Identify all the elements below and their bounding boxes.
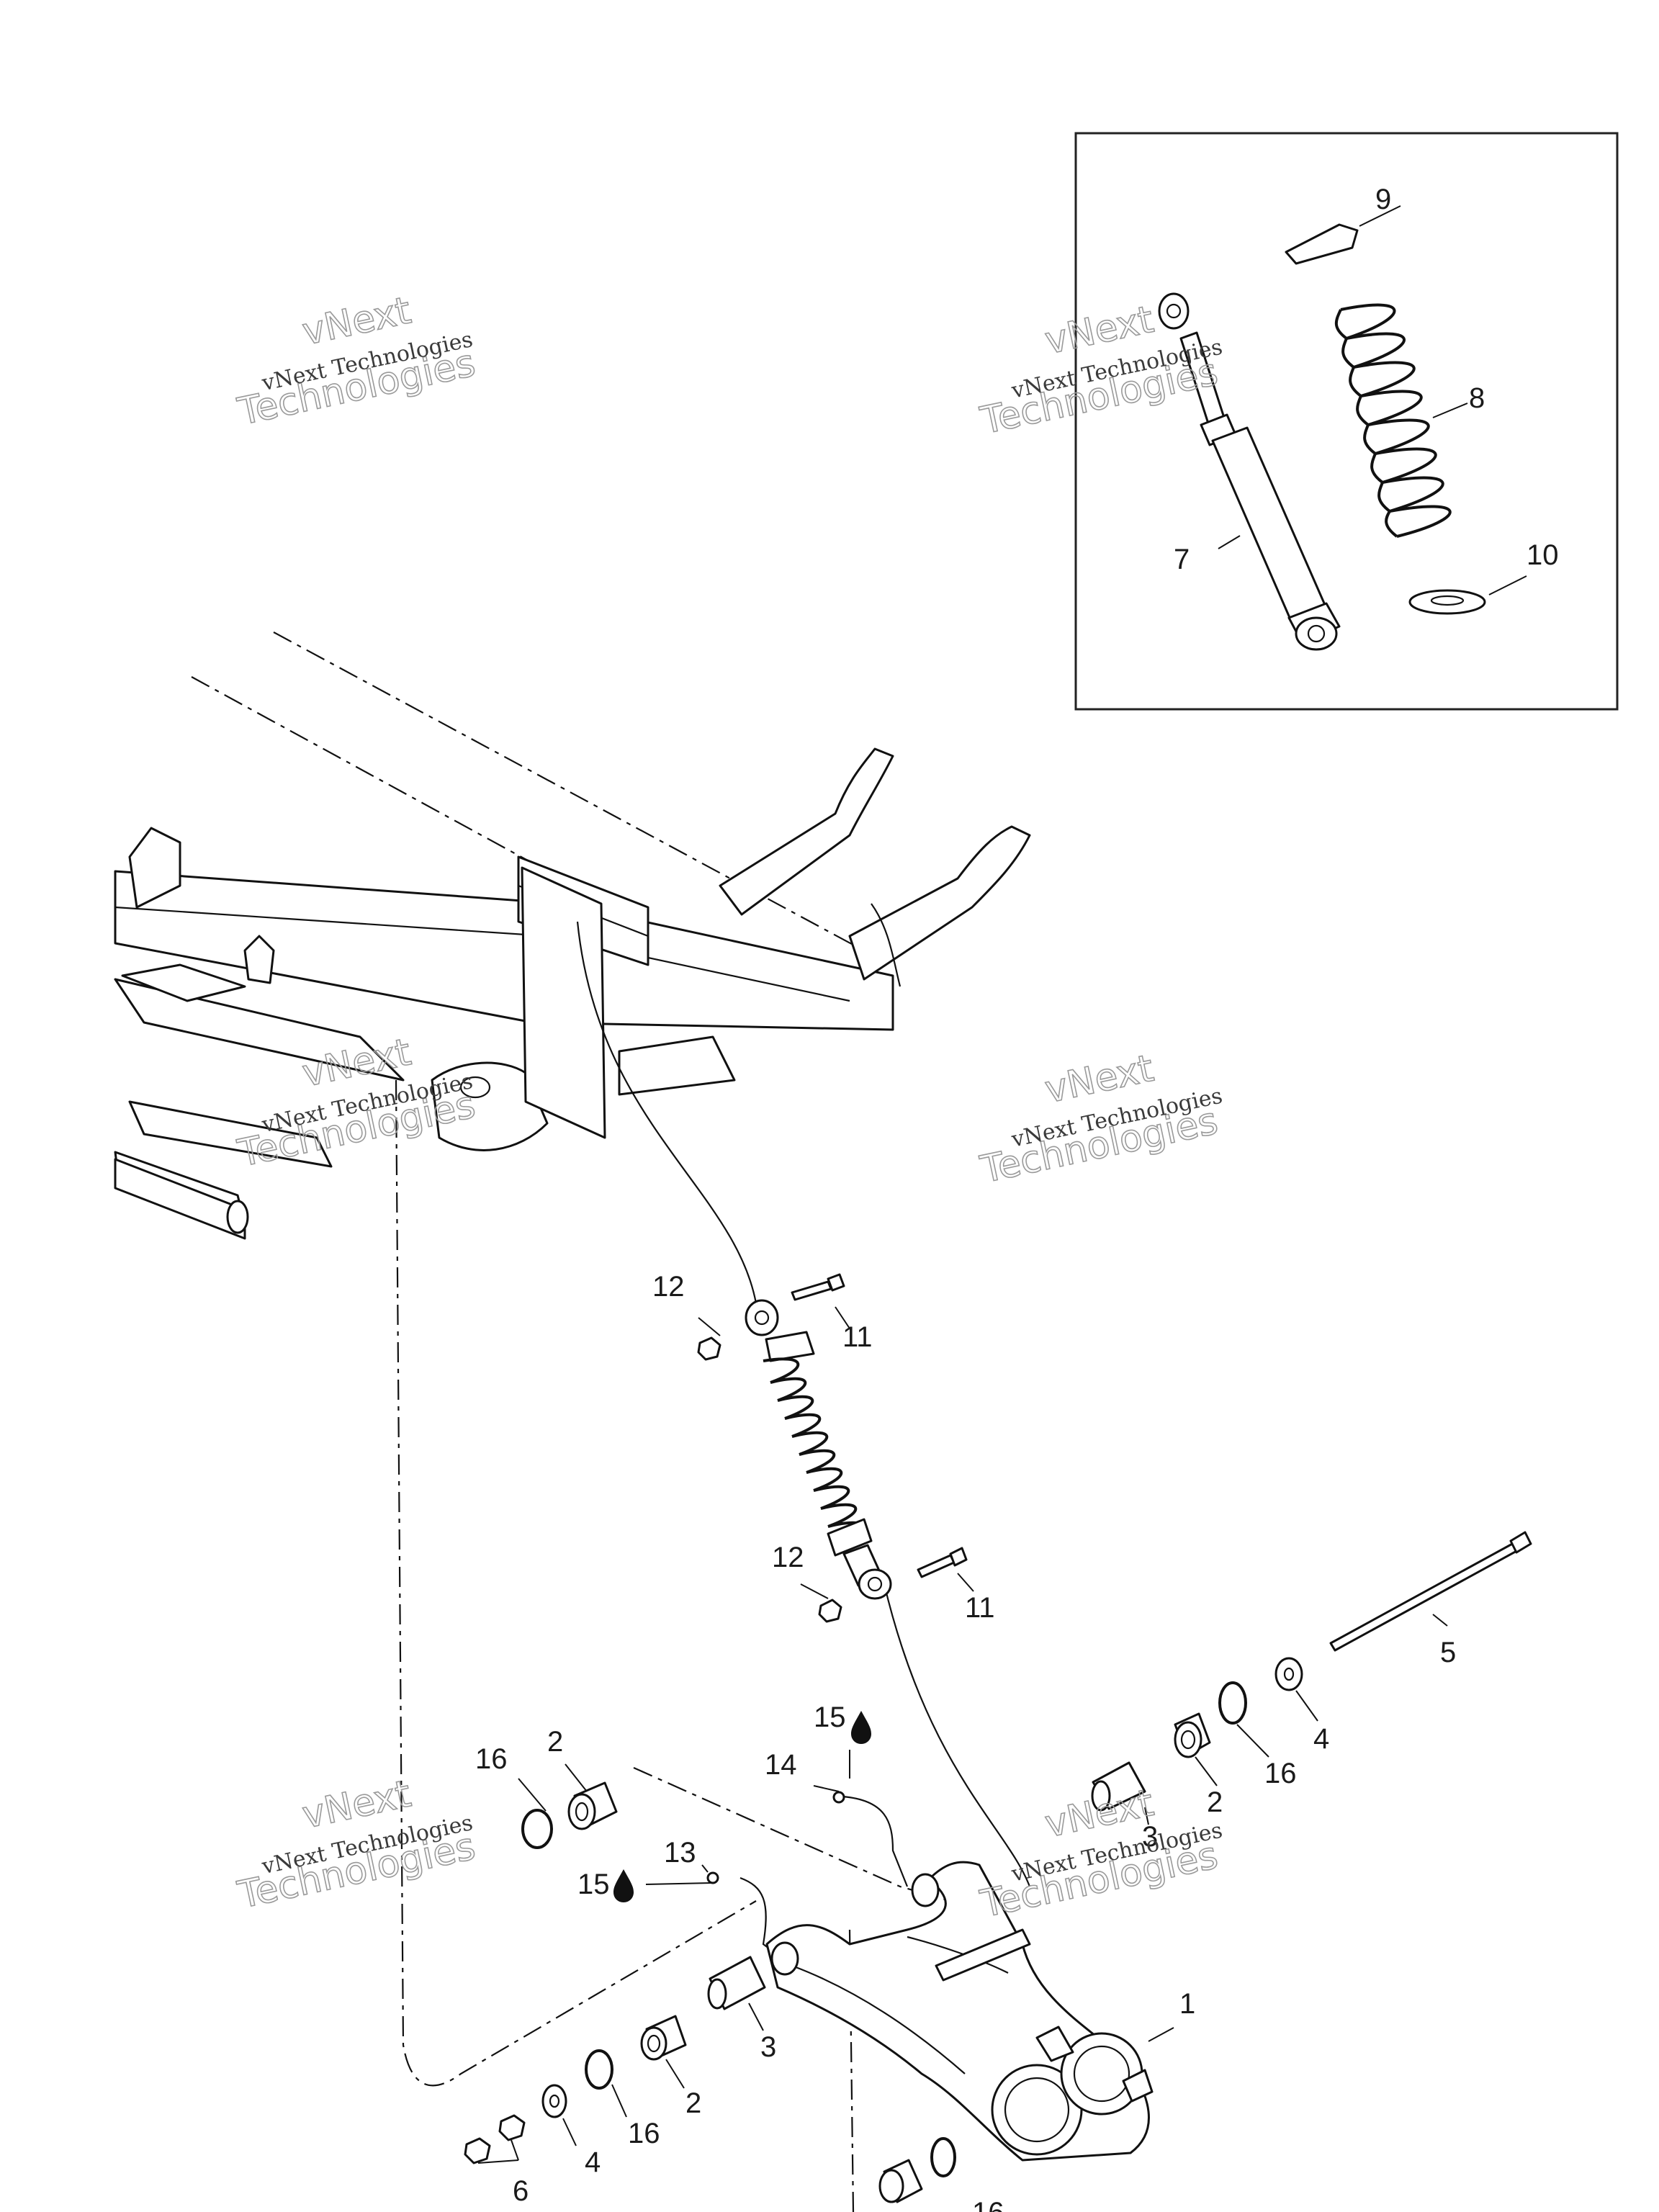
nut-part-12-upper	[697, 1336, 721, 1361]
callout-12-lower: 12	[772, 1542, 804, 1573]
sleeve-part-3-lower	[707, 1956, 766, 2010]
callout-6: 6	[513, 2175, 529, 2207]
callout-15-lower: 15	[577, 1869, 610, 1900]
o-ring-part-16-lower	[585, 2049, 613, 2090]
o-ring-part-16-upper-left	[521, 1809, 553, 1849]
spring-seat-part-10	[1408, 589, 1486, 615]
callout-3-upper: 3	[1142, 1821, 1158, 1853]
nut-part-6-a	[498, 2114, 526, 2141]
callout-4-upper: 4	[1313, 1723, 1329, 1755]
nut-part-12-lower	[818, 1599, 842, 1623]
nut-part-6-b	[464, 2137, 491, 2164]
o-ring-part-16-upper	[1218, 1681, 1247, 1725]
callout-14: 14	[765, 1749, 797, 1781]
watermark-top-left: vNext Technologies vNext Technologies	[233, 289, 480, 435]
callout-16-lower: 16	[628, 2118, 660, 2149]
shock-assembly	[745, 1299, 892, 1600]
callout-16-upper-left: 16	[475, 1743, 508, 1775]
callout-16-bottom-right: 16	[972, 2197, 1004, 2212]
callout-10: 10	[1527, 539, 1559, 571]
callout-9: 9	[1375, 184, 1391, 215]
callout-11-lower: 11	[965, 1592, 995, 1624]
o-ring-part-16-lower-right	[930, 2137, 956, 2177]
callout-11-upper: 11	[842, 1321, 873, 1353]
oil-drop-icon	[613, 1869, 634, 1902]
callout-2-upper-right: 2	[1207, 1786, 1223, 1818]
grease-fitting-part-14	[832, 1791, 845, 1804]
callout-5: 5	[1440, 1637, 1456, 1668]
pivot-shaft-part-5	[1329, 1531, 1532, 1652]
callout-4-lower: 4	[585, 2146, 601, 2178]
oil-drop-icon	[851, 1711, 871, 1744]
inset-detail-box	[1074, 132, 1619, 711]
vehicle-frame	[114, 631, 1031, 1240]
bushing-part-2-upper-left	[567, 1781, 618, 1830]
callout-leaders	[477, 1306, 1448, 2164]
callout-3-lower: 3	[760, 2031, 776, 2063]
bolt-part-11-lower	[917, 1547, 968, 1578]
callout-8: 8	[1469, 382, 1485, 414]
watermark-bottom-right: vNext Technologies vNext Technologies	[976, 1781, 1225, 1927]
callout-15-upper: 15	[814, 1701, 846, 1733]
callout-16-upper-right: 16	[1264, 1758, 1297, 1789]
washer-part-4-upper	[1274, 1657, 1303, 1691]
shock-absorber-part-7	[1158, 292, 1341, 651]
watermark-mid-right: vNext Technologies vNext Technologies	[976, 1046, 1225, 1192]
bushing-part-2-upper-right	[1174, 1712, 1211, 1758]
callout-2-lower: 2	[685, 2087, 701, 2119]
spring-retainer-part-9	[1285, 223, 1359, 265]
grease-fitting-part-13	[706, 1871, 719, 1884]
swing-arm-part-1	[765, 1861, 1154, 2162]
callout-labels: 9 8 7 10 12 11 12 11 5 15 2 16 14 4 16 2…	[475, 184, 1559, 2212]
coil-spring-part-8	[1334, 303, 1452, 538]
sleeve-part-3-upper	[1091, 1761, 1146, 1812]
callout-1: 1	[1179, 1988, 1195, 2020]
callout-13: 13	[664, 1837, 696, 1869]
callout-7: 7	[1174, 544, 1190, 575]
callout-12-upper: 12	[652, 1271, 685, 1303]
bushing-part-2-lower	[640, 2015, 687, 2061]
bushing-part-2-lower-right	[878, 2159, 923, 2203]
watermark-bottom-left: vNext Technologies vNext Technologies	[233, 1772, 480, 1918]
washer-part-4-lower	[541, 2084, 567, 2118]
callout-2-upper-left: 2	[547, 1726, 563, 1758]
bolt-part-11-upper	[791, 1273, 845, 1301]
